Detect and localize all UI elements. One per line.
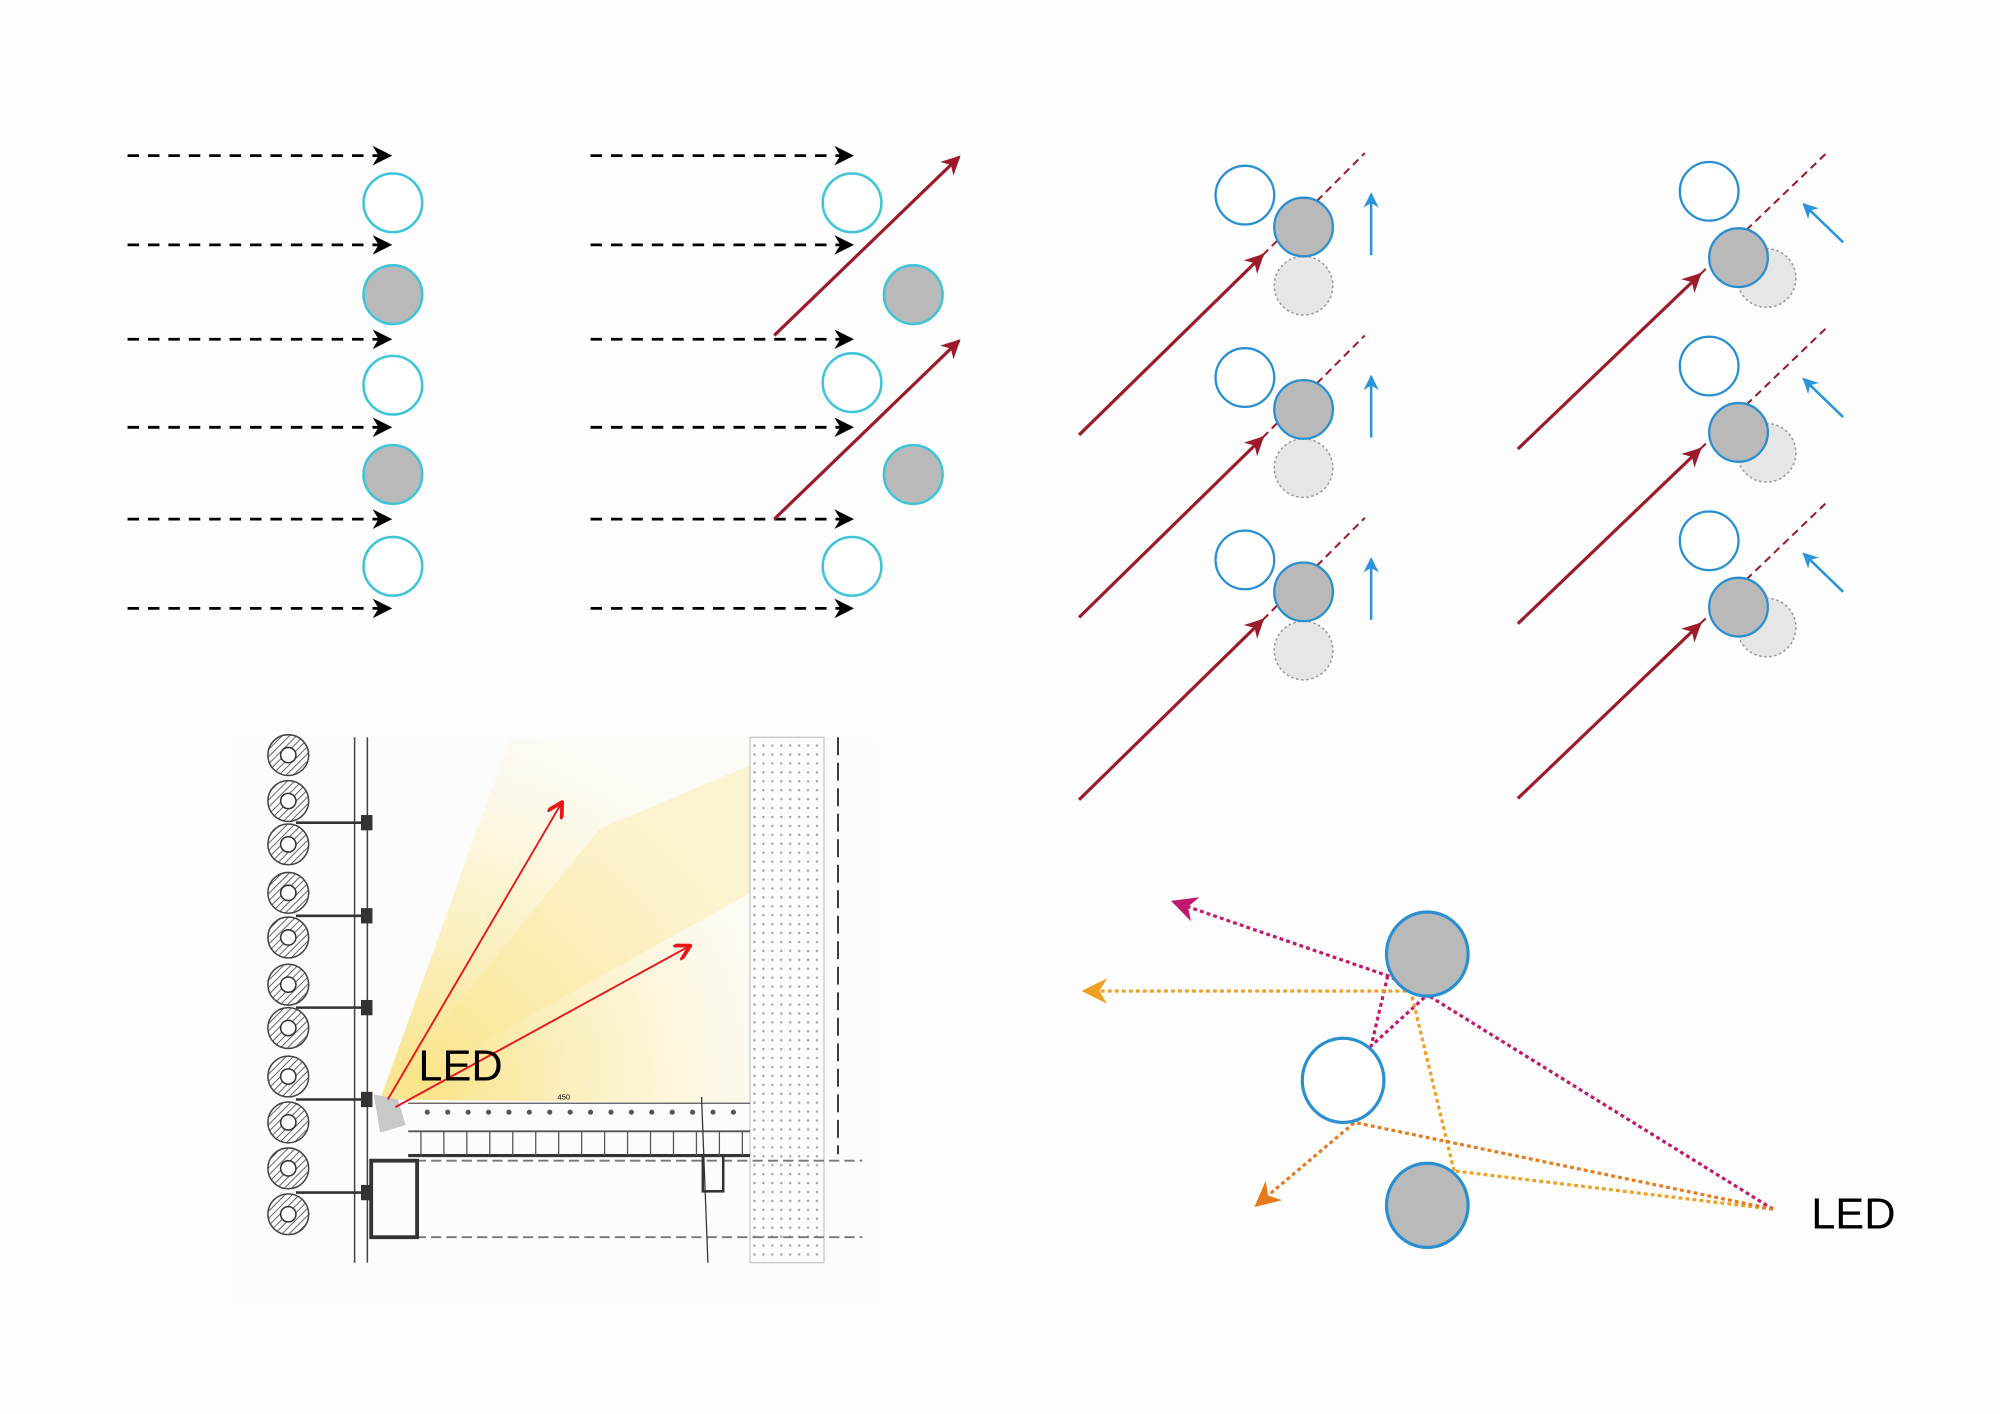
red-diagonal-arrow [1516, 447, 1702, 625]
panel-oblique-incidence [590, 145, 961, 619]
bolt [730, 1109, 736, 1115]
rod-core [279, 1114, 297, 1131]
dark-orange-ray [1254, 1120, 1774, 1211]
bolt [526, 1109, 532, 1115]
white-rod [1214, 529, 1276, 591]
gray-rod [1273, 196, 1335, 258]
ghost-rod [1273, 620, 1334, 681]
gray-rod [1708, 576, 1769, 638]
white-rod [1300, 1036, 1386, 1125]
gray-rod [882, 264, 944, 326]
bolt [485, 1109, 492, 1115]
rod-core [279, 1159, 297, 1177]
floor-structure [369, 1096, 863, 1263]
panel-led-section-drawing: LED 450 [227, 733, 878, 1308]
light-ray-arrow [394, 946, 688, 1108]
magenta-ray [1171, 897, 1774, 1211]
bracket-clamp [360, 1091, 373, 1108]
red-diagonal-arrow [773, 339, 961, 521]
dashed-continuation [1262, 334, 1366, 439]
white-rod [821, 172, 883, 234]
bolt [710, 1109, 716, 1115]
red-diagonal-arrow [1077, 618, 1265, 801]
rod-core [279, 1019, 297, 1037]
led-fixture [373, 1094, 406, 1133]
bolt [669, 1109, 675, 1115]
bracket-clamp [360, 815, 373, 831]
panel-rod-shift-vertical [1077, 152, 1379, 801]
bolt [567, 1109, 573, 1115]
bolt [588, 1109, 594, 1115]
red-diagonal-arrow [1077, 436, 1265, 619]
rod-core [279, 835, 297, 853]
white-rod [1214, 347, 1276, 409]
gray-rod [1273, 561, 1335, 623]
bolt [445, 1109, 451, 1115]
led-label: LED [1811, 1190, 1895, 1238]
red-diagonal-arrow [1516, 272, 1702, 451]
magenta-ray-bounce [1368, 975, 1429, 1051]
rod-core [279, 1068, 297, 1085]
gray-rod [362, 443, 424, 506]
bracket-clamp [360, 999, 373, 1016]
gray-rod [1273, 378, 1335, 440]
bracket-clamp [360, 908, 373, 924]
gray-rod [1384, 910, 1470, 998]
blue-diagonal-arrow [1802, 552, 1844, 593]
rod-core [279, 746, 297, 764]
gray-rod [362, 264, 424, 326]
panel-led-reflection: LED [1081, 897, 1896, 1250]
gray-rod [1708, 227, 1769, 289]
bolt [547, 1109, 553, 1115]
hatched-rod-column [267, 733, 373, 1236]
light-cone-core [380, 765, 751, 1100]
orange-ray-source [1453, 1169, 1774, 1211]
white-rod [1678, 160, 1740, 222]
bolt [628, 1109, 634, 1115]
bolt [690, 1109, 696, 1115]
bolt [649, 1109, 655, 1115]
blue-diagonal-arrow [1802, 377, 1844, 418]
orange-ray [1081, 978, 1456, 1172]
bolt [424, 1109, 430, 1115]
gray-rod [1708, 401, 1769, 463]
panel-direct-incidence [127, 145, 424, 619]
white-rod [362, 354, 424, 416]
red-diagonal-arrow [1516, 622, 1702, 800]
bolt [608, 1109, 614, 1115]
light-cone [380, 737, 751, 1104]
ghost-rod [1273, 438, 1334, 499]
red-diagonal-arrow [773, 155, 961, 337]
rod-core [279, 792, 297, 810]
dashed-continuation [1262, 517, 1366, 621]
panel-rod-shift-diagonal [1516, 152, 1844, 800]
stippled-wall [749, 736, 825, 1264]
rod-core [279, 929, 297, 946]
gray-rod [1384, 1161, 1470, 1250]
rod-core [279, 976, 297, 994]
white-rod [821, 352, 883, 414]
white-rod [1678, 510, 1740, 572]
red-diagonal-arrow [1077, 253, 1265, 437]
rod-core [279, 1205, 297, 1223]
bracket-clamp [360, 1184, 373, 1201]
gray-rod [882, 443, 944, 506]
bolt [506, 1109, 512, 1115]
white-rod [1214, 164, 1276, 226]
ghost-rod [1273, 255, 1334, 316]
led-label: LED [418, 1042, 502, 1090]
dashed-continuation [1262, 152, 1366, 256]
rod-core [279, 884, 297, 902]
blue-diagonal-arrow [1802, 203, 1844, 244]
dimension-label: 450 [557, 1092, 570, 1101]
white-rod [362, 172, 424, 234]
white-rod [821, 535, 883, 597]
white-rod [1678, 335, 1740, 397]
white-rod [362, 535, 424, 597]
bolt [465, 1109, 471, 1115]
light-ray-arrow [386, 804, 561, 1100]
